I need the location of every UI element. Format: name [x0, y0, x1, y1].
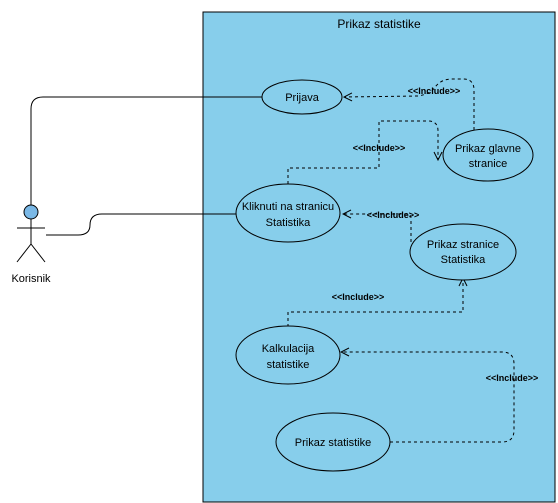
use-case-label: Prikaz statistike [295, 437, 371, 449]
use-case-label-line2: stranice [469, 158, 508, 170]
association-korisnik-kliknuti[interactable] [46, 213, 236, 236]
use-case-label-line1: Kliknuti na stranicu [242, 201, 334, 213]
actor-label: Korisnik [11, 273, 51, 285]
actor-right-leg [30, 243, 46, 263]
use-case-prikaz-statistike[interactable]: Prikaz statistike [275, 412, 391, 472]
use-case-label: Prijava [285, 92, 320, 104]
stereotype-kalkulacija-stranica: <<Include>> [332, 292, 385, 302]
stereotype-glavna-prijava: <<Include>> [408, 86, 461, 96]
stereotype-prikaz-kalkulacija: <<Include>> [486, 373, 539, 383]
actor-head [23, 204, 39, 220]
system-title: Prikaz statistike [337, 17, 421, 31]
actor-left-leg [16, 243, 32, 263]
use-case-label-line2: Statistika [266, 217, 312, 229]
use-case-label-line1: Prikaz stranice [427, 239, 499, 251]
use-case-label-line1: Prikaz glavne [455, 143, 521, 155]
include-glavna-to-prijava[interactable] [344, 78, 475, 130]
include-kalkulacija-to-stranica[interactable] [287, 278, 463, 327]
use-case-prikaz-stranice-statistika[interactable]: Prikaz stranice Statistika [409, 223, 517, 281]
use-case-prijava[interactable]: Prijava [261, 79, 343, 115]
stereotype-stranica-kliknuti: <<Include>> [367, 210, 420, 220]
actor-korisnik[interactable]: Korisnik [11, 204, 51, 285]
association-korisnik-prijava[interactable] [30, 96, 262, 205]
use-case-kliknuti-na-stranicu[interactable]: Kliknuti na stranicu Statistika [235, 183, 341, 243]
use-case-kalkulacija-statistike[interactable]: Kalkulacija statistike [235, 325, 341, 385]
use-case-label-line1: Kalkulacija [262, 343, 315, 355]
include-kliknuti-to-glavna[interactable] [287, 120, 438, 184]
stereotype-kliknuti-glavna: <<Include>> [353, 143, 406, 153]
use-case-prikaz-glavne-stranice[interactable]: Prikaz glavne stranice [442, 128, 534, 182]
use-case-label-line2: statistike [267, 359, 310, 371]
include-prikaz-to-kalkulacija[interactable] [341, 352, 515, 443]
use-case-label-line2: Statistika [441, 254, 487, 266]
include-stranica-to-kliknuti[interactable] [343, 214, 412, 242]
